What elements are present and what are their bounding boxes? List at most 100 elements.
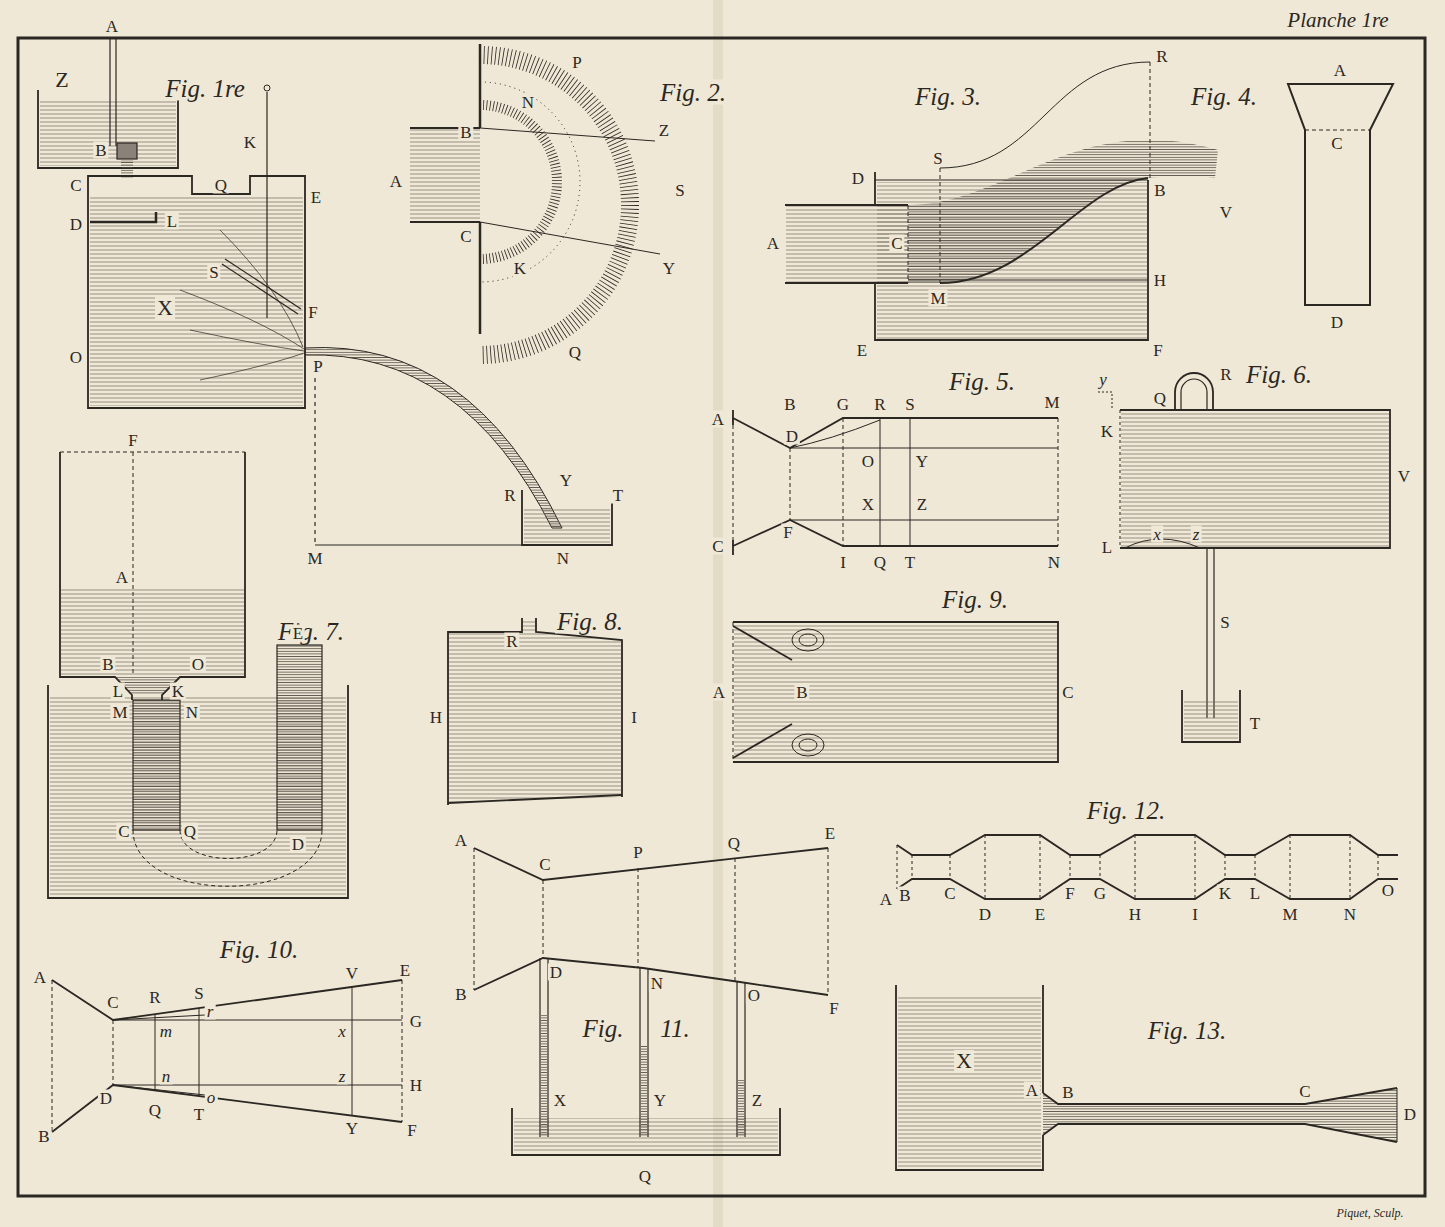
part-letter: K [170,683,186,700]
part-letter: S [192,985,205,1002]
part-letter: Y [344,1120,360,1137]
figure-6-stroke [1213,548,1214,718]
part-letter: M [305,550,324,567]
part-letter: Q [567,344,583,361]
part-letter: T [611,487,625,504]
figure-title: Fig. 13. [1146,1018,1228,1043]
figure-5-stroke [733,520,1058,546]
figure-9-stroke [792,734,824,756]
figure-11-stroke [541,1015,547,1137]
figure-9-stroke [799,634,817,646]
figure-6-stroke [1184,700,1238,740]
figure-3-stroke [940,178,1148,283]
figure-11-stroke [474,848,828,880]
part-letter: C [105,994,120,1011]
part-letter: B [100,656,115,673]
figure-3-stroke [786,206,908,283]
part-letter: Z [915,496,929,513]
figure-6-stroke [1175,373,1213,410]
part-letter: M [1042,394,1061,411]
figure-5-stroke [733,418,1058,546]
part-letter: A [1024,1082,1040,1099]
figure-1 [38,38,612,545]
part-letter: D [290,836,306,853]
figure-8 [448,618,622,805]
figure-1-stroke [524,508,610,543]
part-letter: B [36,1128,51,1145]
part-letter: Q [1152,390,1168,407]
figure-12-stroke [897,835,1378,899]
figure-11 [474,848,828,1155]
part-letter: E [309,189,323,206]
part-letter: K [1217,885,1233,902]
part-letter: N [184,704,200,721]
figure-4 [1288,84,1393,305]
figure-1-stroke [90,197,303,406]
part-letter: A [765,235,781,252]
figure-6-stroke [1120,410,1121,548]
figure-8-stroke [448,618,622,805]
part-letter: P [311,358,324,375]
figure-title: 11. [658,1016,691,1041]
figure-2-stroke [480,222,660,254]
figure-6-stroke [1121,411,1389,547]
part-letter: F [405,1122,418,1139]
figure-13-stroke [896,985,1043,1170]
part-letter: x [336,1023,348,1040]
part-letter: A [453,832,469,849]
figure-4-stroke [1288,84,1393,305]
part-letter: Q [147,1102,163,1119]
part-letter: K [512,260,528,277]
paper-fold [718,0,719,1227]
part-letter: D [98,1090,114,1107]
figure-6 [1098,373,1390,742]
part-letter: G [408,1013,424,1030]
part-letter: N [1046,554,1062,571]
part-letter: O [1380,882,1396,899]
part-letter: Z [750,1092,764,1109]
part-letter: r [205,1003,216,1020]
figure-1-stroke [314,362,315,545]
figure-13-stroke [898,995,1041,1168]
part-letter: N [1342,906,1358,923]
part-letter: F [126,432,139,449]
figure-3-stroke [1150,62,1151,178]
part-letter: E [291,625,305,642]
part-letter: Y [661,260,677,277]
part-letter: C [458,228,473,245]
part-letter: X [552,1092,568,1109]
part-letter: Q [182,823,198,840]
figure-3-stroke [940,168,941,283]
figure-10-stroke [113,1015,205,1095]
figure-4-stroke [1305,130,1370,131]
part-letter: Z [657,122,671,139]
part-letter: C [710,538,725,555]
figure-8-stroke [448,795,622,803]
part-letter: I [629,709,639,726]
figure-13-stroke [1043,1088,1397,1142]
figure-10-stroke [52,980,402,1132]
figure-1-stroke [305,348,562,529]
part-letter: C [1329,135,1344,152]
part-letter: A [32,969,48,986]
part-letter: T [1248,715,1262,732]
part-letter: K [242,134,258,151]
figure-1-stroke [115,38,116,146]
part-letter: y [1097,371,1109,388]
figure-10 [52,980,402,1132]
figure-1-stroke [38,90,178,168]
part-letter: C [116,823,131,840]
figure-9-stroke [733,622,1058,762]
part-letter: O [860,453,876,470]
part-letter: H [1127,906,1143,923]
part-letter: Q [637,1168,653,1185]
figure-title: Fig. 4. [1189,84,1259,109]
part-letter: B [1060,1084,1075,1101]
part-letter: D [1329,314,1345,331]
part-letter: R [504,633,519,650]
figure-10-stroke [113,1020,402,1085]
part-letter: z [337,1068,348,1085]
figure-10-stroke [52,980,402,1020]
part-letter: L [111,683,125,700]
figure-title: Fig. [581,1016,626,1041]
